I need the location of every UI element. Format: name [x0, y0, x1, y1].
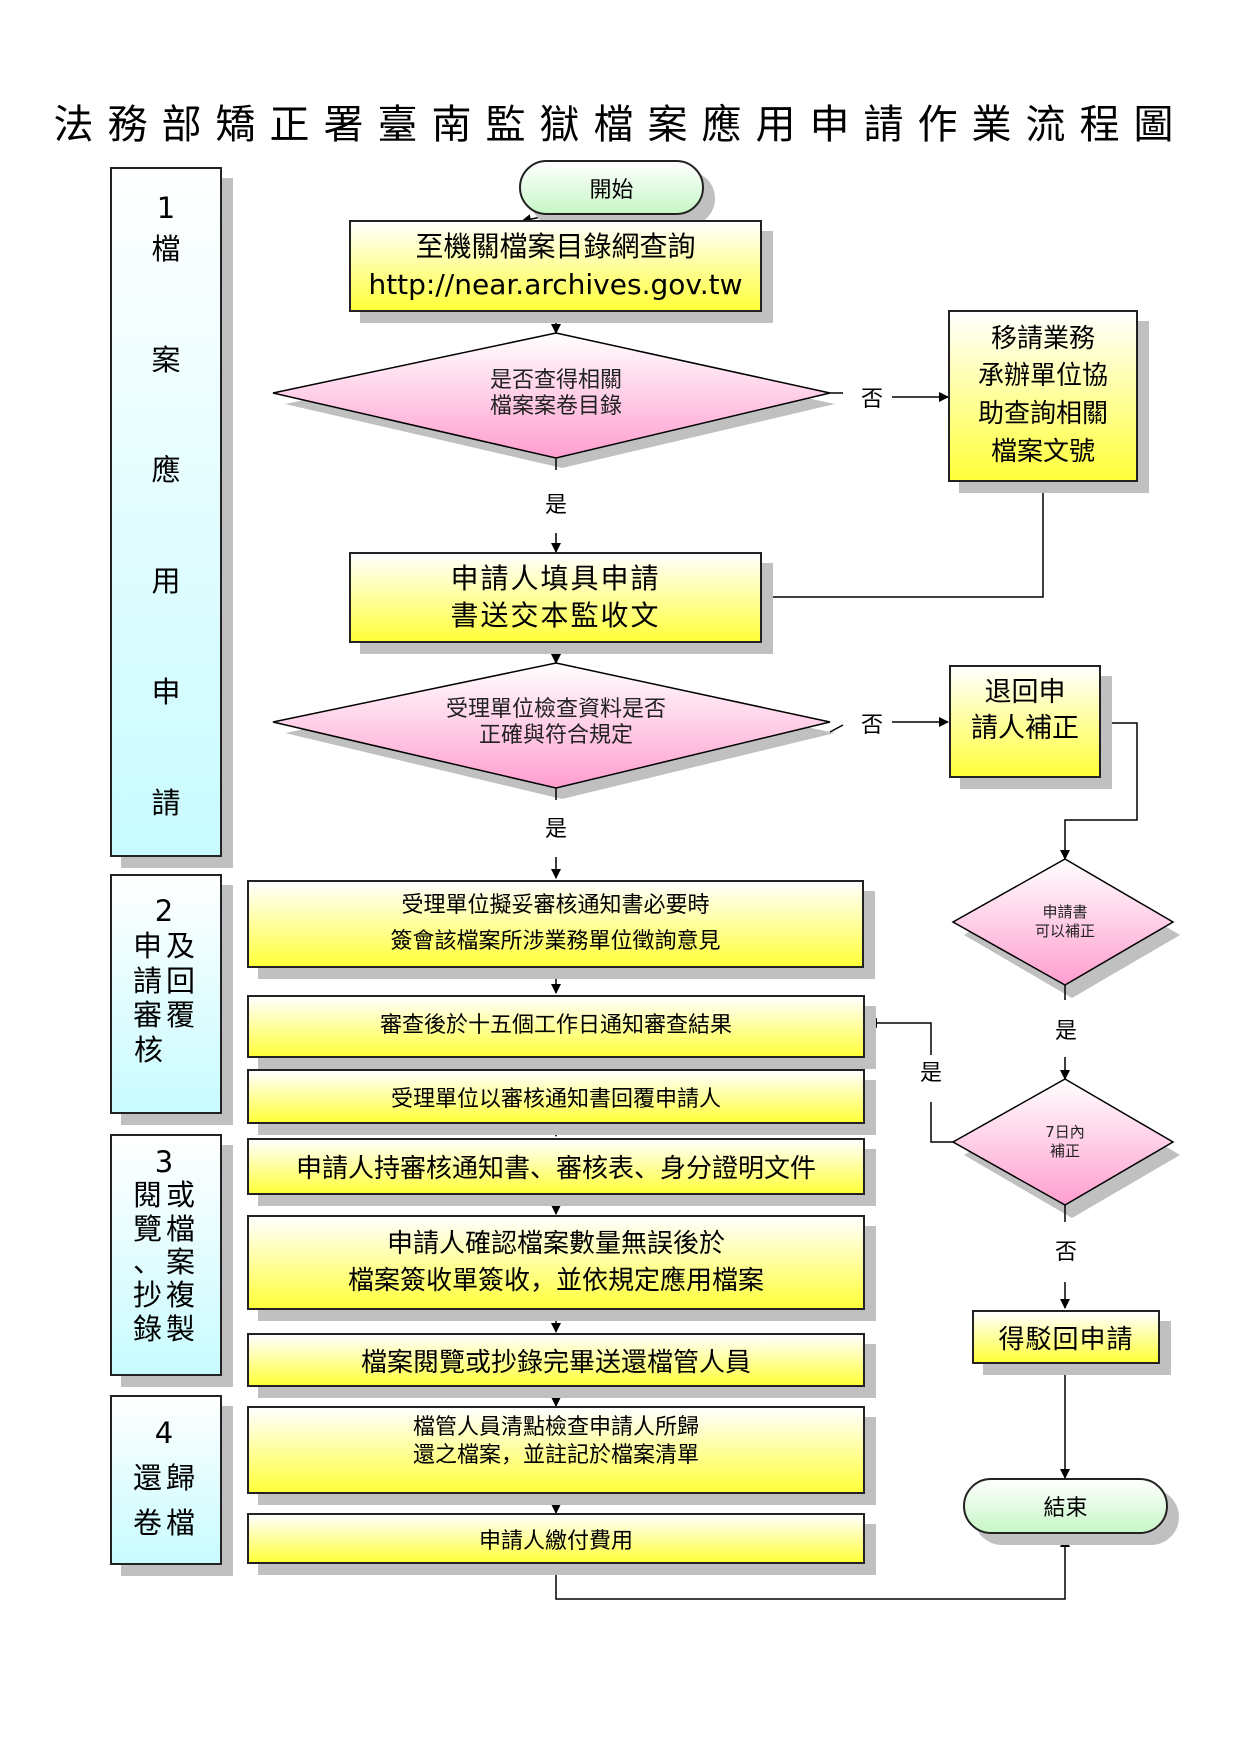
decision-text: 是否查得相關	[489, 368, 622, 393]
phase-label-row: 抄複	[132, 1278, 199, 1313]
box-text: 得駁回申請	[998, 1324, 1134, 1355]
phase-label-char: 檔	[151, 231, 181, 266]
phase-number: 2	[154, 894, 178, 928]
end-terminal: 結束	[963, 1478, 1168, 1534]
arrow-7days-yes	[867, 1018, 932, 1060]
query-catalog-box: 至機關檔案目錄網查詢 http://near.archives.gov.tw	[349, 220, 762, 312]
box-text: 受理單位以審核通知書回覆申請人	[390, 1086, 721, 1112]
box-text: 至機關檔案目錄網查詢	[415, 230, 696, 264]
box-text: 檔案簽收單簽收，並依規定應用檔案	[347, 1265, 764, 1296]
reject-box: 得駁回申請	[972, 1310, 1160, 1364]
phase-label-char: 申	[151, 674, 181, 709]
phase-label-char: 請	[151, 785, 181, 820]
box-text: 請人補正	[971, 713, 1079, 745]
box-text: 助查詢相關	[977, 399, 1108, 429]
edge-label-yes: 是	[1053, 1013, 1080, 1045]
check-returned-box: 檔管人員清點檢查申請人所歸 還之檔案，並註記於檔案清單	[247, 1406, 865, 1494]
decision-text: 可以補正	[1034, 921, 1095, 940]
box-text: 審查後於十五個工作日通知審查結果	[379, 1013, 732, 1038]
decision-text: 補正	[1049, 1141, 1080, 1160]
phase-label-row: 、案	[132, 1245, 199, 1280]
phase-label-row: 錄製	[132, 1311, 199, 1346]
confirm-files-box: 申請人確認檔案數量無誤後於 檔案簽收單簽收，並依規定應用檔案	[247, 1215, 865, 1310]
pay-fee-box: 申請人繳付費用	[247, 1513, 865, 1564]
phase-label-row: 請回	[132, 963, 199, 998]
refer-unit-box: 移請業務 承辦單位協 助查詢相關 檔案文號	[948, 310, 1138, 482]
box-text: 申請人確認檔案數量無誤後於	[386, 1229, 725, 1260]
phase-label-char: 應	[151, 453, 181, 488]
box-text: 檔案文號	[990, 436, 1095, 467]
fill-application-box: 申請人填具申請 書送交本監收文	[349, 552, 762, 643]
decision-text: 正確與符合規定	[478, 723, 633, 749]
phase-label-row: 申及	[132, 928, 199, 963]
phase-number: 3	[154, 1145, 178, 1179]
reply-notice-box: 受理單位以審核通知書回覆申請人	[247, 1069, 865, 1124]
start-terminal: 開始	[519, 160, 704, 215]
edge-label-yes: 是	[543, 811, 570, 843]
edge-label-yes: 是	[918, 1055, 945, 1087]
bring-documents-box: 申請人持審核通知書、審核表、身分證明文件	[247, 1138, 865, 1195]
phase-label-row: 審覆	[132, 998, 199, 1033]
box-text: 受理單位擬妥審核通知書必要時	[401, 892, 710, 918]
phase-label-row: 還歸	[132, 1460, 199, 1495]
arrow-pay-to-end	[555, 1537, 1070, 1600]
box-text: 承辦單位協	[977, 361, 1108, 392]
decision-found-label: 是否查得相關 檔案案卷目錄	[400, 368, 712, 421]
box-text: 簽會該檔案所涉業務單位徵詢意見	[390, 929, 721, 954]
phase-label-char: 用	[151, 564, 181, 599]
decision-text: 受理單位檢查資料是否	[445, 697, 666, 722]
phase-number: 1	[156, 191, 176, 225]
phase-2: 2 申及 請回 審覆 核	[110, 874, 222, 1114]
return-applicant-box: 退回申 請人補正	[949, 665, 1101, 778]
box-text: 退回申	[984, 677, 1066, 708]
edge-label-no: 否	[859, 707, 886, 739]
box-text: 申請人繳付費用	[478, 1528, 633, 1554]
phase-label-char: 案	[151, 342, 181, 377]
edge-label-yes: 是	[543, 487, 570, 519]
phase-number: 4	[154, 1416, 178, 1450]
return-files-box: 檔案閱覽或抄錄完畢送還檔管人員	[247, 1333, 865, 1387]
arrow-refer-to-fill	[761, 482, 1044, 602]
decision-7days-label: 7日內 補正	[1005, 1123, 1125, 1161]
edge-label-no: 否	[859, 381, 886, 413]
box-text: 移請業務	[990, 323, 1095, 354]
edge-label-no: 否	[1053, 1234, 1080, 1266]
box-text: 申請人填具申請	[450, 562, 661, 596]
box-text: 檔管人員清點檢查申請人所歸	[412, 1415, 699, 1440]
phase-1: 1 檔 案 應 用 申 請	[110, 167, 222, 857]
phase-label-row: 覽檔	[132, 1211, 199, 1246]
box-text: 檔案閱覽或抄錄完畢送還檔管人員	[360, 1347, 751, 1378]
line-valid-no	[829, 724, 844, 733]
phase-3: 3 閱或 覽檔 、案 抄複 錄製	[110, 1134, 222, 1376]
decision-valid-label: 受理單位檢查資料是否 正確與符合規定	[380, 697, 732, 750]
decision-text: 申請書	[1042, 903, 1088, 921]
box-text: 還之檔案，並註記於檔案清單	[412, 1442, 699, 1468]
phase-label-row: 核	[134, 1033, 168, 1068]
review-notify-box: 審查後於十五個工作日通知審查結果	[247, 995, 865, 1058]
phase-4: 4 還歸 卷檔	[110, 1395, 222, 1565]
phase-label-row: 卷檔	[132, 1505, 199, 1540]
box-text: 申請人持審核通知書、審核表、身分證明文件	[295, 1154, 816, 1184]
phase-label-row: 閱或	[132, 1178, 199, 1213]
box-text: 書送交本監收文	[450, 598, 661, 632]
line-7days-yes	[930, 1102, 953, 1143]
box-url: http://near.archives.gov.tw	[368, 268, 743, 301]
page-title: 法務部矯正署臺南監獄檔案應用申請作業流程圖	[53, 102, 1188, 148]
decision-text: 檔案案卷目錄	[489, 394, 622, 420]
decision-correctable-label: 申請書 可以補正	[1005, 903, 1125, 941]
decision-text: 7日內	[1045, 1123, 1085, 1141]
draft-notice-box: 受理單位擬妥審核通知書必要時 簽會該檔案所涉業務單位徵詢意見	[247, 880, 864, 968]
arrow-return-to-correctable	[1060, 722, 1138, 860]
